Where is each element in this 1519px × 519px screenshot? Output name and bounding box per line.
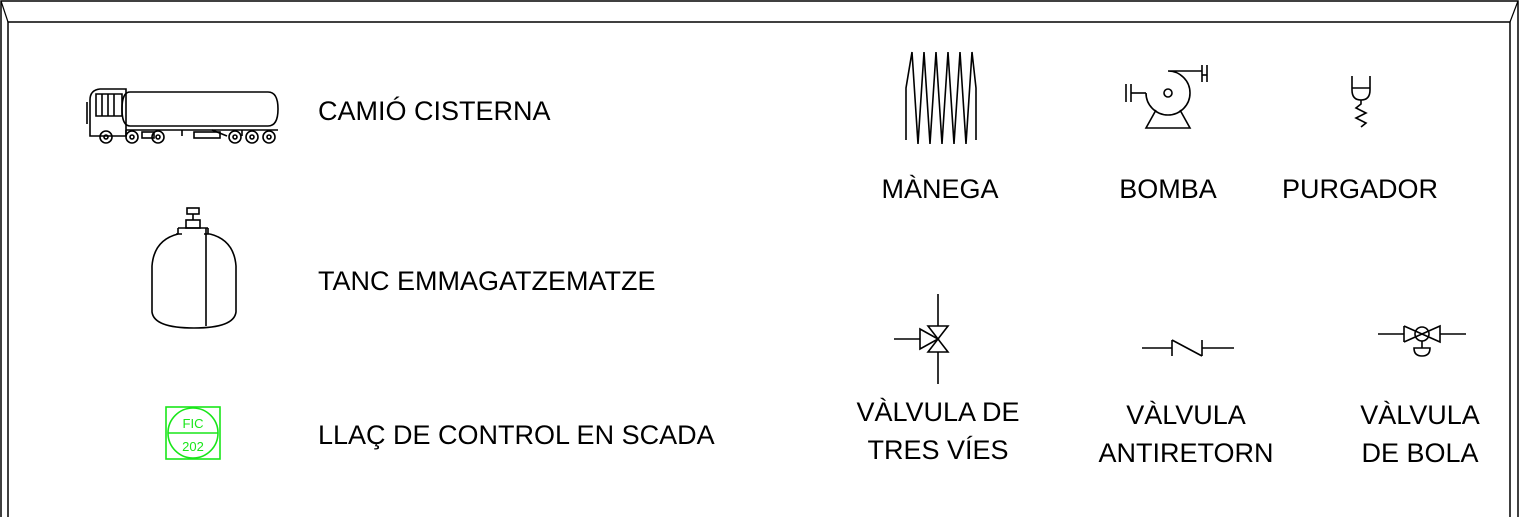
pump-icon — [1125, 65, 1208, 129]
tank-label: TANC EMMAGATZEMATZE — [318, 266, 656, 296]
truck-label: CAMIÓ CISTERNA — [318, 96, 551, 126]
check-valve-icon — [1142, 339, 1234, 357]
loop-number-text: 202 — [182, 439, 204, 454]
storage-tank-icon — [151, 207, 237, 329]
control-loop-icon: FIC 202 — [165, 406, 221, 460]
three-way-valve-icon — [894, 294, 950, 384]
trap-label: PURGADOR — [1282, 174, 1439, 204]
ball-label-2: DE BOLA — [1361, 438, 1479, 468]
ball-valve-icon — [1378, 324, 1466, 357]
loop-tag-text: FIC — [183, 416, 204, 431]
check-label-1: VÀLVULA — [1126, 400, 1246, 430]
ball-label-1: VÀLVULA — [1360, 400, 1480, 430]
steam-trap-icon — [1351, 76, 1371, 128]
pump-label: BOMBA — [1119, 174, 1217, 204]
tanker-truck-icon — [86, 88, 279, 144]
hose-label: MÀNEGA — [881, 174, 999, 204]
three-way-label-1: VÀLVULA DE — [856, 397, 1020, 427]
check-label-2: ANTIRETORN — [1098, 438, 1274, 468]
loop-label: LLAÇ DE CONTROL EN SCADA — [318, 420, 715, 450]
three-way-label-2: TRES VÍES — [867, 435, 1009, 465]
hose-icon — [905, 51, 977, 145]
